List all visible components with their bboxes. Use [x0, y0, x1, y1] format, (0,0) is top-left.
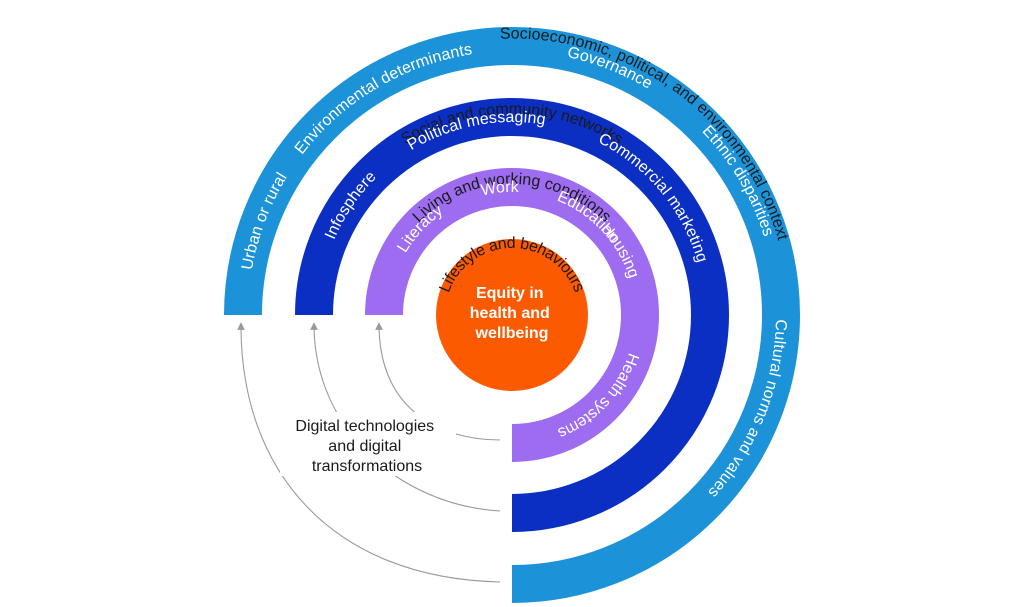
center-line-3: wellbeing: [475, 325, 549, 342]
center-circle: [436, 239, 588, 391]
center-label: Equity in health and wellbeing: [470, 285, 554, 342]
work-label: Work: [480, 179, 520, 199]
digital-label-backing: [280, 412, 456, 476]
center-line-2: health and: [470, 305, 550, 322]
arrow-to-outer-ring: [237, 322, 501, 583]
digital-line-3: transformations: [312, 458, 422, 475]
outer-ring: [224, 27, 800, 603]
digital-line-2: and digital: [328, 438, 401, 455]
inner-ring: [365, 168, 659, 462]
digital-technologies-label: Digital technologies and digital transfo…: [295, 418, 438, 475]
work-text: Work: [480, 179, 520, 199]
center-line-1: Equity in: [476, 285, 544, 302]
middle-ring: [295, 98, 729, 532]
digital-line-1: Digital technologies: [295, 418, 434, 435]
